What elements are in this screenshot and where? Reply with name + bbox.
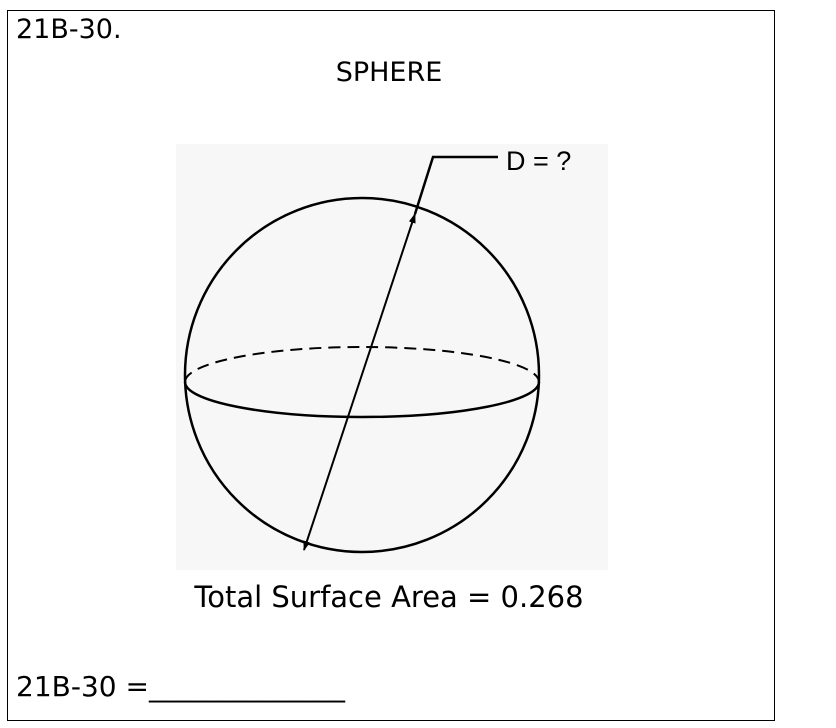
total-surface-area: Total Surface Area = 0.268 <box>194 580 584 614</box>
figure-title: SPHERE <box>335 57 443 88</box>
equator-front <box>183 381 541 419</box>
problem-frame <box>7 10 775 721</box>
diameter-label: D = ? <box>506 146 571 176</box>
problem-number: 21B-30. <box>16 14 122 45</box>
leader-line <box>413 155 498 215</box>
sphere-figure: D = ? <box>176 144 608 570</box>
answer-line: 21B-30 =______________ <box>16 670 345 703</box>
diameter-arrow <box>303 213 416 551</box>
answer-blank[interactable]: ______________ <box>148 670 345 703</box>
sphere-outline <box>183 196 541 554</box>
equator-back <box>184 346 540 383</box>
answer-prompt: 21B-30 = <box>16 670 149 703</box>
